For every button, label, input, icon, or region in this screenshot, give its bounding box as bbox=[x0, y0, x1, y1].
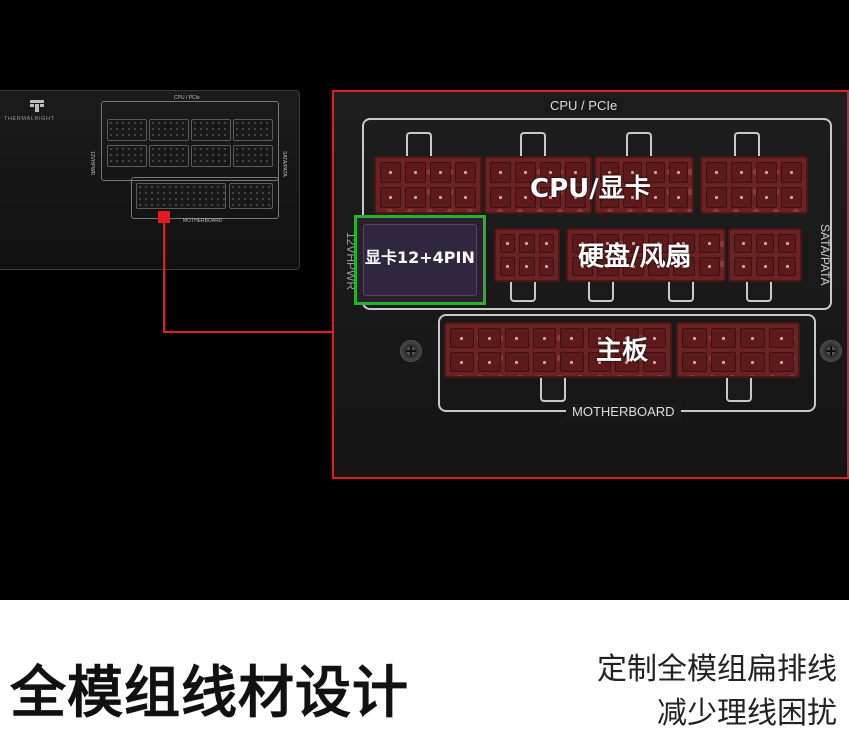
mini-connector bbox=[191, 145, 231, 167]
mini-cpu-pcie-label: CPU / PCIe bbox=[174, 95, 200, 101]
mini-connector bbox=[149, 119, 189, 141]
pointer-line-horizontal bbox=[163, 331, 333, 333]
mini-connector bbox=[191, 119, 231, 141]
motherboard-connector-aux bbox=[676, 322, 800, 378]
screw-icon bbox=[400, 340, 422, 362]
mini-connector bbox=[107, 145, 147, 167]
motherboard-overlay-label: 主板 bbox=[596, 336, 649, 366]
cpu-pcie-connector bbox=[374, 156, 482, 214]
drive-fan-connector bbox=[494, 228, 560, 282]
psu-overview: CPU / PCIe 12VHPWR SATA/PATA MOTHERBOARD bbox=[0, 90, 300, 270]
cpu-pcie-connector bbox=[484, 156, 592, 214]
drive-fan-connector bbox=[728, 228, 802, 282]
mini-connector bbox=[136, 183, 226, 209]
mini-sata-label: SATA/PATA bbox=[281, 151, 287, 177]
gpu-12vhpwr-highlight: 显卡12+4PIN bbox=[354, 215, 486, 305]
cpu-gpu-overlay-label: CPU/显卡 bbox=[530, 174, 651, 204]
cpu-pcie-connector bbox=[594, 156, 694, 214]
mini-connector bbox=[149, 145, 189, 167]
logo-text: THERMALRIGHT bbox=[4, 116, 55, 122]
subline-2: 减少理线困扰 bbox=[657, 696, 837, 731]
product-photo: CPU / PCIe 12VHPWR SATA/PATA MOTHERBOARD… bbox=[0, 90, 849, 479]
motherboard-label: MOTHERBOARD bbox=[566, 404, 681, 419]
drive-fan-connector bbox=[566, 228, 726, 282]
drive-fan-overlay-label: 硬盘/风扇 bbox=[578, 242, 692, 272]
mini-connector bbox=[229, 183, 273, 209]
mini-cpu-pcie-frame bbox=[101, 101, 279, 181]
logo-mark-icon bbox=[30, 100, 44, 112]
cpu-pcie-connector bbox=[700, 156, 808, 214]
mini-gpu-pwr-label: 12VHPWR bbox=[89, 151, 95, 176]
pointer-marker bbox=[158, 211, 170, 223]
mini-motherboard-label: MOTHERBOARD bbox=[183, 218, 223, 224]
pointer-line-vertical bbox=[163, 222, 165, 333]
headline: 全模组线材设计 bbox=[10, 661, 409, 726]
subline-1: 定制全模组扁排线 bbox=[597, 652, 837, 687]
mini-connector bbox=[107, 119, 147, 141]
motherboard-connector-24pin bbox=[444, 322, 672, 378]
gpu-12vhpwr-connector bbox=[363, 224, 477, 296]
mini-motherboard-frame bbox=[131, 177, 279, 219]
cpu-pcie-label: CPU / PCIe bbox=[544, 98, 624, 113]
gpu-connector-label: 显卡12+4PIN bbox=[365, 248, 475, 267]
sata-vertical-label: SATA/PATA bbox=[818, 224, 832, 286]
mini-connector bbox=[233, 145, 273, 167]
cpu-pcie-frame bbox=[362, 118, 832, 226]
screw-icon bbox=[820, 340, 842, 362]
mini-connector bbox=[233, 119, 273, 141]
caption-area: 全模组线材设计 定制全模组扁排线 减少理线困扰 bbox=[0, 600, 849, 737]
zoom-panel: CPU / PCIe bbox=[332, 90, 849, 479]
